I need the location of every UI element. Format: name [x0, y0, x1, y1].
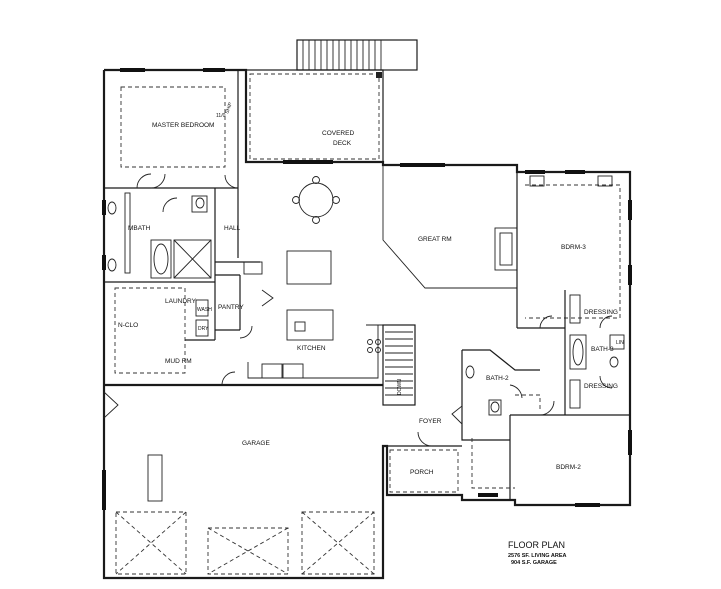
label-lin: LIN — [616, 340, 624, 346]
bedroom-2 — [471, 394, 630, 500]
label-great-rm: GREAT RM — [418, 236, 452, 243]
label-porch: PORCH — [410, 469, 434, 476]
label-bath-3: BATH-3 — [591, 346, 614, 353]
label-wash: WASH — [197, 307, 212, 313]
label-covered: COVERED — [322, 130, 354, 137]
label-garage: GARAGE — [242, 440, 270, 447]
foyer-porch — [383, 405, 463, 493]
dining-table — [292, 176, 340, 224]
ceiling-note-1: 11/0 — [216, 113, 226, 119]
label-n-clo: N-CLO — [118, 322, 138, 329]
label-bath-2: BATH-2 — [486, 375, 509, 382]
label-pantry: PANTRY — [218, 304, 244, 311]
label-hall: HALL — [224, 225, 241, 232]
hall-laundry-pantry — [195, 188, 274, 340]
master-bedroom — [104, 70, 239, 189]
title-floor-plan: FLOOR PLAN — [508, 540, 565, 550]
label-foyer: FOYER — [419, 418, 442, 425]
garage — [103, 383, 383, 575]
master-bath — [104, 188, 216, 283]
deck-stairs — [296, 39, 418, 71]
windows — [102, 68, 632, 510]
staircase — [382, 324, 416, 406]
exterior-walls — [102, 68, 632, 580]
bedroom-3-wing — [516, 172, 625, 415]
bath-2 — [461, 349, 540, 441]
label-laundry: LAUNDRY — [165, 298, 197, 305]
great-room — [382, 165, 518, 289]
ceiling-note-2: SHIP — [224, 101, 234, 115]
label-dressing-bottom: DRESSING — [584, 383, 618, 390]
label-kitchen: KITCHEN — [297, 345, 326, 352]
garage-area-note: 904 S.F. GARAGE — [511, 560, 557, 566]
label-bdrm-3: BDRM-3 — [561, 244, 586, 251]
label-mud-rm: MUD RM — [165, 358, 192, 365]
label-dry: DRY — [198, 326, 209, 332]
label-deck: DECK — [333, 140, 352, 147]
label-dressing-top: DRESSING — [584, 309, 618, 316]
covered-deck — [245, 69, 384, 163]
living-area-note: 2576 SF. LIVING AREA — [508, 553, 567, 559]
label-stair-down: DOWN — [397, 379, 403, 395]
label-master-bedroom: MASTER BEDROOM — [152, 122, 214, 129]
label-bdrm-2: BDRM-2 — [556, 464, 581, 471]
label-mbath: MBATH — [128, 225, 151, 232]
kitchen — [247, 250, 383, 379]
